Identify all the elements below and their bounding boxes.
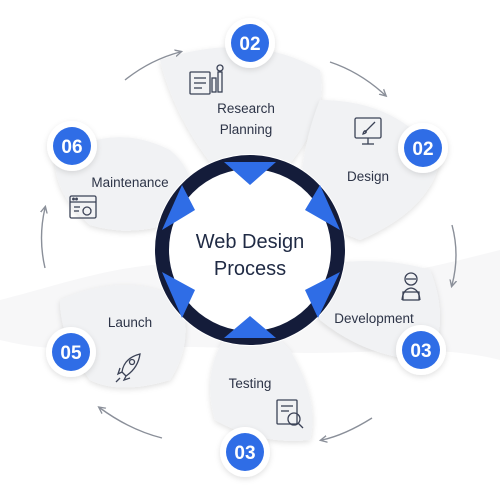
- step-label-line: Research: [217, 101, 275, 116]
- step-label-line: Design: [347, 169, 389, 184]
- chart-report-icon: [189, 64, 224, 95]
- step-badge: 03: [220, 427, 270, 477]
- step-research-planning: Research Planning 02: [189, 18, 275, 137]
- step-label-line: Launch: [108, 315, 152, 330]
- document-magnifier-icon: [276, 399, 304, 429]
- step-badge-number: 02: [239, 34, 260, 55]
- step-badge: 02: [398, 123, 448, 173]
- ring-notch-lower-left: [162, 272, 195, 318]
- petal-testing: [210, 329, 313, 441]
- step-badge-number: 03: [234, 443, 255, 464]
- step-label-line: Development: [334, 311, 414, 326]
- step-testing: Testing 03: [220, 376, 304, 477]
- center-ring: [154, 154, 346, 346]
- petal-research-planning: [160, 47, 322, 183]
- step-badge-number: 05: [60, 343, 82, 364]
- cycle-arrow-4: [322, 417, 373, 440]
- step-launch: Launch 05: [46, 315, 152, 383]
- rocket-icon: [115, 353, 141, 383]
- ring-notch-top: [224, 162, 276, 185]
- step-badge: 02: [225, 18, 275, 68]
- step-badge: 05: [46, 327, 96, 377]
- step-badge-number: 06: [61, 137, 82, 158]
- step-development: Development 03: [334, 272, 446, 375]
- step-badge-number: 03: [410, 341, 431, 362]
- step-badge: 03: [396, 325, 446, 375]
- cycle-arrow-1: [124, 52, 180, 81]
- center-title-line1: Web Design: [196, 231, 305, 253]
- cycle-arrow-6: [42, 208, 46, 269]
- ring-notch-upper-left: [162, 185, 195, 230]
- step-design: Design 02: [347, 117, 448, 184]
- cycle-arrow-5: [100, 408, 163, 439]
- ring-notch-lower-right: [305, 272, 340, 318]
- step-maintenance: 06 Maintenance: [47, 121, 169, 219]
- developer-laptop-icon: [401, 272, 421, 301]
- step-badge: 06: [47, 121, 97, 171]
- cycle-arrow-2: [329, 61, 385, 95]
- step-badge-number: 02: [412, 139, 433, 160]
- step-label-line: Maintenance: [91, 175, 168, 190]
- cycle-arrow-3: [452, 224, 456, 285]
- center-title-line2: Process: [214, 258, 286, 280]
- ring-notch-bottom: [224, 316, 276, 338]
- monitor-brush-icon: [354, 117, 382, 145]
- browser-gear-icon: [69, 195, 97, 219]
- ring-notch-upper-right: [305, 185, 340, 230]
- step-label-line: Testing: [229, 376, 272, 391]
- step-label-line: Planning: [220, 122, 273, 137]
